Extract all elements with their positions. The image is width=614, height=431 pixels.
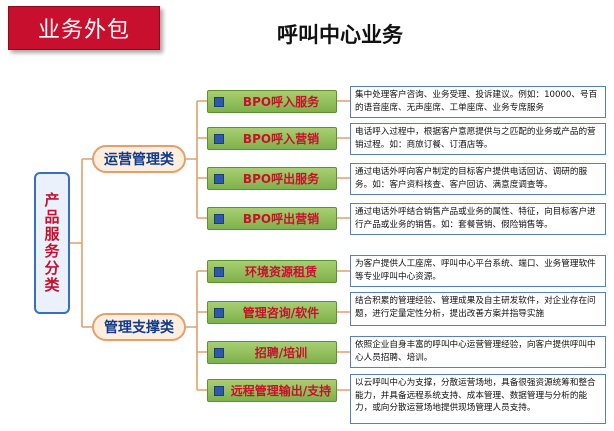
item-description: 为客户提供人工座席、呼叫中心平台系统、端口、业务管理软件等专业呼叫中心资源。 [350,255,606,287]
item-description: 以云呼叫中心为支撑，分散运营场地，具备很强资源统筹和整合能力，并具备远程系统支持… [350,374,606,424]
item-description: 电话呼入过程中，根据客户意愿提供与之匹配的业务或产品的营销过程。如：商旅订餐、订… [350,123,606,155]
item-description: 集中处理客户咨询、业务受理、投诉建议。例如：10000、号百的语音座席、无声座席… [350,86,606,118]
item-desc-connectors [337,100,350,391]
item-label: BPO呼出服务 [242,172,320,186]
item-recruit-training: 招聘/培训 [207,341,337,364]
item-consulting-software: 管理咨询/软件 [207,301,337,324]
item-description: 结合积累的管理经验、管理成果及自主研发软件，对企业存在问题，进行定量定性分析，提… [350,292,606,326]
category-operations: 运营管理类 [92,145,186,173]
bullet-square-icon [214,133,224,144]
item-bpo-outbound-marketing: BPO呼出营销 [207,207,337,230]
bullet-square-icon [214,385,224,396]
root-connector [70,158,94,328]
bullet-square-icon [214,213,224,224]
bullet-square-icon [214,173,224,184]
item-label: 环境资源租赁 [244,265,317,279]
item-resource-leasing: 环境资源租赁 [207,260,337,283]
item-description: 依照企业自身丰富的呼叫中心运营管理经验，向客户提供呼叫中心人员招聘、培训。 [350,336,606,368]
item-label: 管理咨询/软件 [242,306,320,320]
item-label: BPO呼入服务 [242,95,320,109]
category-2-connector [186,270,207,391]
item-description: 通过电话外呼向客户制定的目标客户提供电话回访、调研的服务。如：客户资料核查、客户… [350,163,606,195]
item-description: 通过电话外呼结合销售产品或业务的属性、特征，向目标客户进行产品或业务的销售。如：… [350,203,606,235]
item-bpo-inbound-service: BPO呼入服务 [207,90,337,113]
page-title: 呼叫中心业务 [277,23,403,47]
bullet-square-icon [214,347,224,358]
item-label: 招聘/培训 [254,346,308,360]
category-1-connector [186,100,207,219]
item-label: BPO呼入营销 [242,132,320,146]
item-bpo-outbound-service: BPO呼出服务 [207,167,337,190]
item-label: 远程管理输出/支持 [230,384,332,398]
root-node: 产品服务分类 [34,172,70,314]
bullet-square-icon [214,307,224,318]
item-bpo-inbound-marketing: BPO呼入营销 [207,127,337,150]
section-badge: 业务外包 [8,6,160,50]
bullet-square-icon [214,266,224,277]
item-remote-management: 远程管理输出/支持 [207,379,337,402]
item-label: BPO呼出营销 [242,212,320,226]
category-support: 管理支撑类 [92,313,186,341]
bullet-square-icon [214,96,224,107]
